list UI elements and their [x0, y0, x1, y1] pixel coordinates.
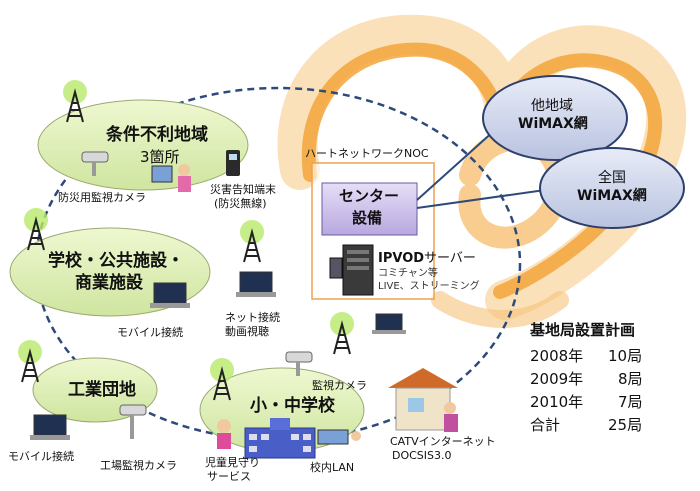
- link-line: [416, 189, 546, 209]
- wimax-other-line2: WiMAX網: [518, 116, 588, 132]
- plan-year: 合計: [530, 416, 561, 434]
- antenna-tower-icon: [18, 340, 42, 383]
- child-icon: [217, 419, 231, 449]
- camera-icon: [285, 351, 313, 376]
- antenna-tower-icon: [210, 358, 234, 401]
- laptop-icon: [30, 414, 70, 440]
- child-label-2: サービス: [207, 470, 251, 483]
- plan-row: 2008年 10局: [530, 345, 690, 368]
- students-pc-icon: [317, 429, 361, 445]
- laptop-icon: [236, 271, 276, 297]
- antenna-tower-icon: [330, 312, 354, 355]
- disaster-camera-label: 防災用監視カメラ: [58, 191, 146, 204]
- zone-rural-sub: 3箇所: [140, 148, 180, 166]
- zone-rural-title: 条件不利地域: [106, 125, 208, 145]
- school-lan-label: 校内LAN: [310, 461, 355, 474]
- camera-icon: [119, 404, 147, 439]
- ipvod-sub2: LIVE、ストリーミング: [378, 281, 480, 292]
- net-label-1: ネット接続: [225, 311, 280, 324]
- camera-icon: [81, 151, 109, 176]
- ipvod-bold: IPVOD: [378, 251, 425, 266]
- plan-count: 8局: [618, 370, 643, 388]
- plan-title: 基地局設置計画: [530, 321, 636, 339]
- child-label-1: 児童見守り: [205, 456, 260, 469]
- plan-table: 2008年 10局 2009年 8局 2010年 7局 合計 25局: [530, 345, 690, 437]
- user-at-pc-icon: [151, 164, 191, 192]
- catv-label-1: CATVインターネット: [390, 435, 496, 448]
- center-equipment-box: [321, 182, 418, 236]
- wimax-other-ellipse: [482, 75, 628, 161]
- zone-school-title: 小・中学校: [250, 396, 335, 416]
- school-building-icon: [244, 418, 316, 459]
- zone-rural-ellipse: [37, 99, 249, 191]
- plan-row: 2009年 8局: [530, 368, 690, 391]
- plan-year: 2010年: [530, 393, 584, 411]
- ipvod-sub1: コミチャン等: [378, 268, 438, 279]
- house-icon: [388, 368, 458, 432]
- net-label-2: 動画視聴: [225, 325, 269, 338]
- plan-count: 10局: [608, 347, 643, 365]
- disaster-terminal-icon: [226, 150, 240, 176]
- disaster-terminal-label-1: 災害告知端末: [210, 183, 276, 196]
- zone-industrial-title: 工業団地: [68, 380, 136, 400]
- laptop-icon: [372, 313, 406, 334]
- antenna-tower-icon: [240, 220, 264, 263]
- zone-school-public-title-line2: 商業施設: [75, 273, 143, 293]
- plan-count: 7局: [618, 393, 643, 411]
- laptop-icon: [150, 282, 190, 308]
- wimax-other-line1: 他地域: [531, 98, 573, 114]
- plan-row: 2010年 7局: [530, 391, 690, 414]
- plan-count: 25局: [608, 416, 643, 434]
- wimax-national-line2: WiMAX網: [577, 188, 647, 204]
- plan-row: 合計 25局: [530, 414, 690, 437]
- mobile-label-1: モバイル接続: [117, 326, 183, 339]
- link-line: [416, 129, 496, 201]
- server-icon: [329, 244, 374, 296]
- center-equipment-line2: 設備: [352, 209, 383, 227]
- catv-label-2: DOCSIS3.0: [392, 449, 452, 462]
- plan-year: 2008年: [530, 347, 584, 365]
- monitor-camera-label: 監視カメラ: [312, 379, 367, 392]
- factory-camera-label: 工場監視カメラ: [100, 459, 177, 472]
- center-equipment-line1: センター: [339, 187, 400, 205]
- wimax-national-ellipse: [539, 147, 685, 229]
- zone-school-public-title-line1: 学校・公共施設・: [48, 251, 184, 271]
- disaster-terminal-label-2: (防災無線): [214, 197, 267, 210]
- wimax-national-line1: 全国: [598, 170, 626, 186]
- plan-year: 2009年: [530, 370, 584, 388]
- antenna-tower-icon: [24, 208, 48, 251]
- ipvod-label: IPVODサーバー: [378, 251, 476, 267]
- ipvod-rest: サーバー: [424, 251, 476, 266]
- mobile-label-2: モバイル接続: [8, 450, 74, 463]
- antenna-tower-icon: [63, 80, 87, 123]
- noc-title: ハートネットワークNOC: [305, 147, 429, 160]
